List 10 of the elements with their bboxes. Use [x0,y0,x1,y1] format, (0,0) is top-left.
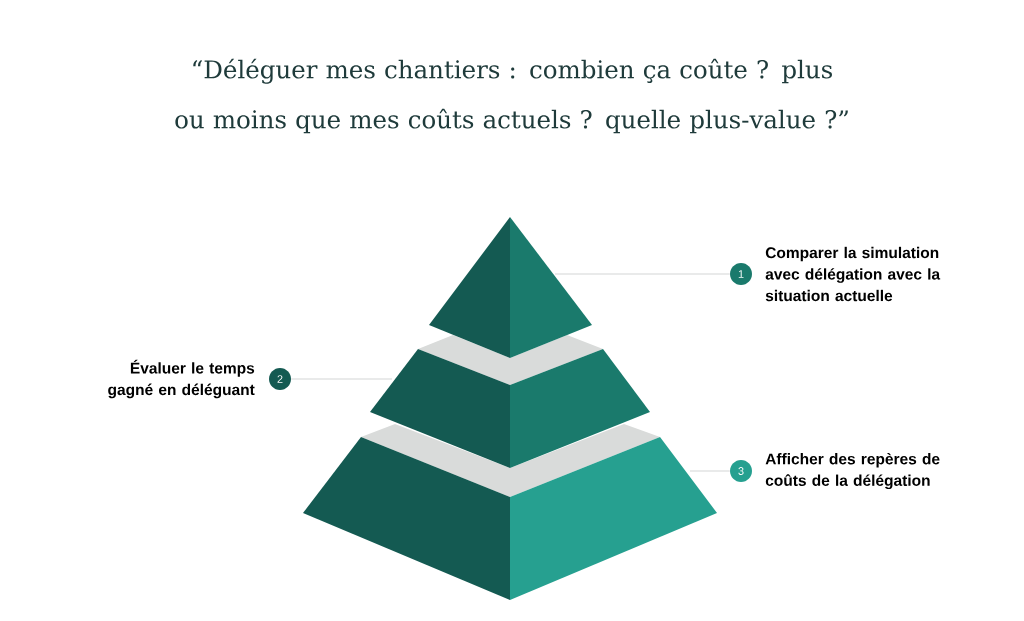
title: “Déléguer mes chantiers : combien ça coûte ? plus ou moins que mes coûts actuels ? quelle plus-value ?” [175,58,848,134]
pyramid-tier [429,217,592,358]
step-description: Comparer la simulation avec délégation avec la situation actuelle [765,246,941,302]
number-badge: 3 [730,460,752,482]
pyramid-tier [370,335,650,468]
number-badge: 1 [730,263,752,285]
number-badge: 2 [269,368,291,390]
pyramid-tier [303,424,717,600]
step-description: Afficher des repères de coûts de la délégation [765,452,940,490]
step-description: Évaluer le temps gagné en déléguant [108,359,255,399]
